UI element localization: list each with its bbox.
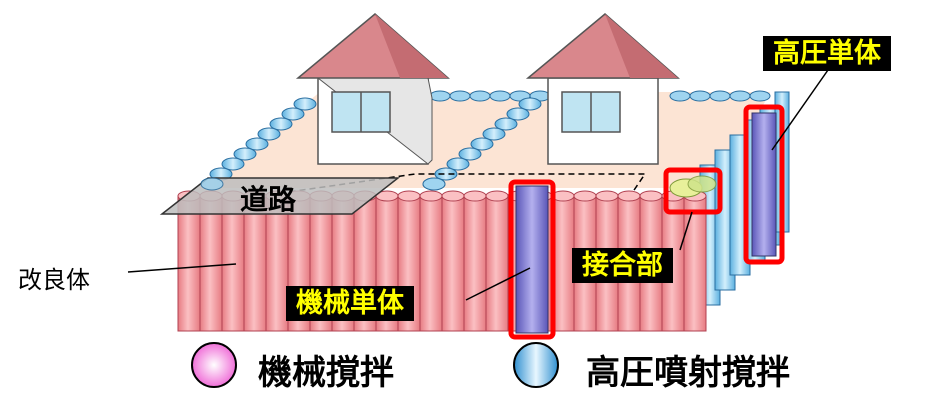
high-pressure-unit-frame [743,104,785,265]
label-joint-part: 接合部 [572,248,673,283]
back-blue-column-row [429,90,771,102]
leader-joint-part [679,211,693,251]
leader-mechanical-unit [465,267,531,301]
leader-high-pressure-unit [771,69,829,151]
front-pink-column-wall [177,195,707,332]
house-right [525,13,680,165]
road-slab-blue-tops [200,177,446,191]
joint-part-marker [669,175,717,198]
joint-part-frame [663,167,723,215]
label-mechanical-unit: 機械単体 [286,286,414,321]
legend-mechanical-label: 機械撹拌 [258,353,394,393]
house-left [295,13,450,165]
leader-improved-body [127,263,237,273]
label-improved-body: 改良体 [18,266,90,294]
mechanical-unit-frame [508,179,556,340]
label-road: 道路 [240,183,297,216]
legend-mechanical-swatch [191,342,237,388]
label-high-pressure-unit: 高圧単体 [763,36,891,71]
legend-high-pressure-label: 高圧噴射撹拌 [586,353,790,393]
high-pressure-unit-column [751,112,777,257]
mechanical-unit-column [515,185,549,334]
legend-high-pressure-swatch [513,342,559,388]
